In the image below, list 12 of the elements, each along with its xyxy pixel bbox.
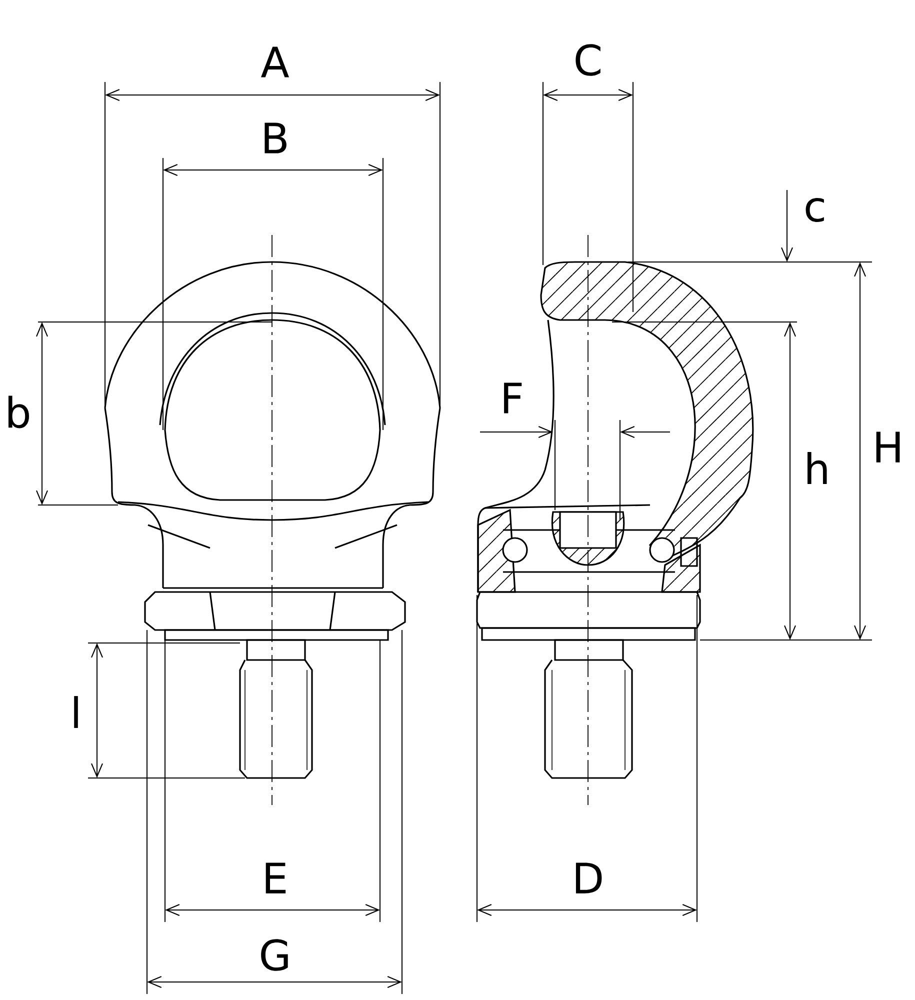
dimension-label: H — [876, 432, 900, 462]
dimension-label: E — [266, 862, 286, 894]
dimension-label: l — [74, 696, 78, 728]
dimension-label: F — [504, 382, 522, 414]
dimension-label: h — [808, 452, 827, 484]
dimension-label: b — [8, 396, 30, 428]
dimension-label: G — [261, 939, 288, 971]
dimension-label: A — [260, 46, 290, 78]
dimension-label: D — [576, 862, 602, 894]
dimension-label: B — [264, 122, 286, 154]
dimension-label: c — [806, 198, 824, 222]
dimension-label: C — [576, 44, 600, 76]
